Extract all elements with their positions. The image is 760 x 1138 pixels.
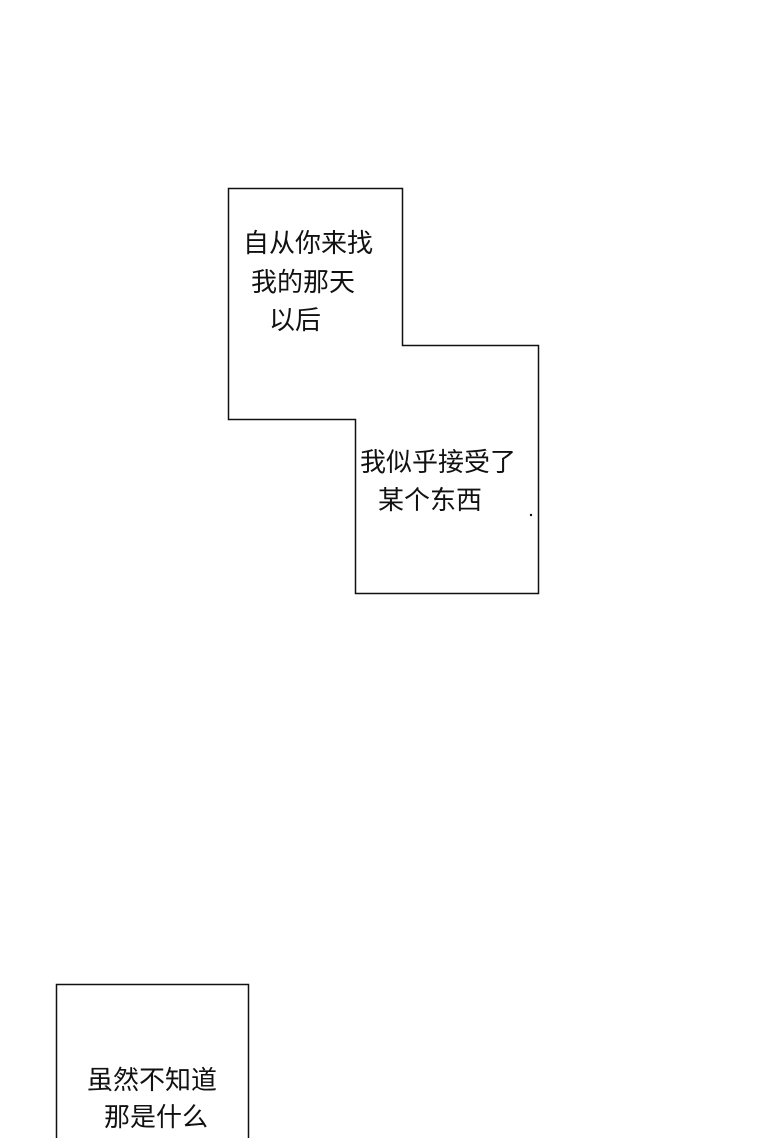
caption-text-line: 虽然不知道 xyxy=(87,1066,218,1096)
caption-text-line: 某个东西 xyxy=(378,486,483,516)
caption-text-line: 以后 xyxy=(269,306,322,336)
caption-text-line: 那是什么 xyxy=(104,1103,209,1133)
ink-dot xyxy=(529,513,533,517)
caption-text-line: 我的那天 xyxy=(251,268,356,298)
caption-box-bottom xyxy=(55,983,250,1138)
caption-text-line: 自从你来找 xyxy=(243,229,374,259)
caption-box-stepped xyxy=(227,187,540,595)
caption-text-line: 我似乎接受了 xyxy=(360,448,517,478)
